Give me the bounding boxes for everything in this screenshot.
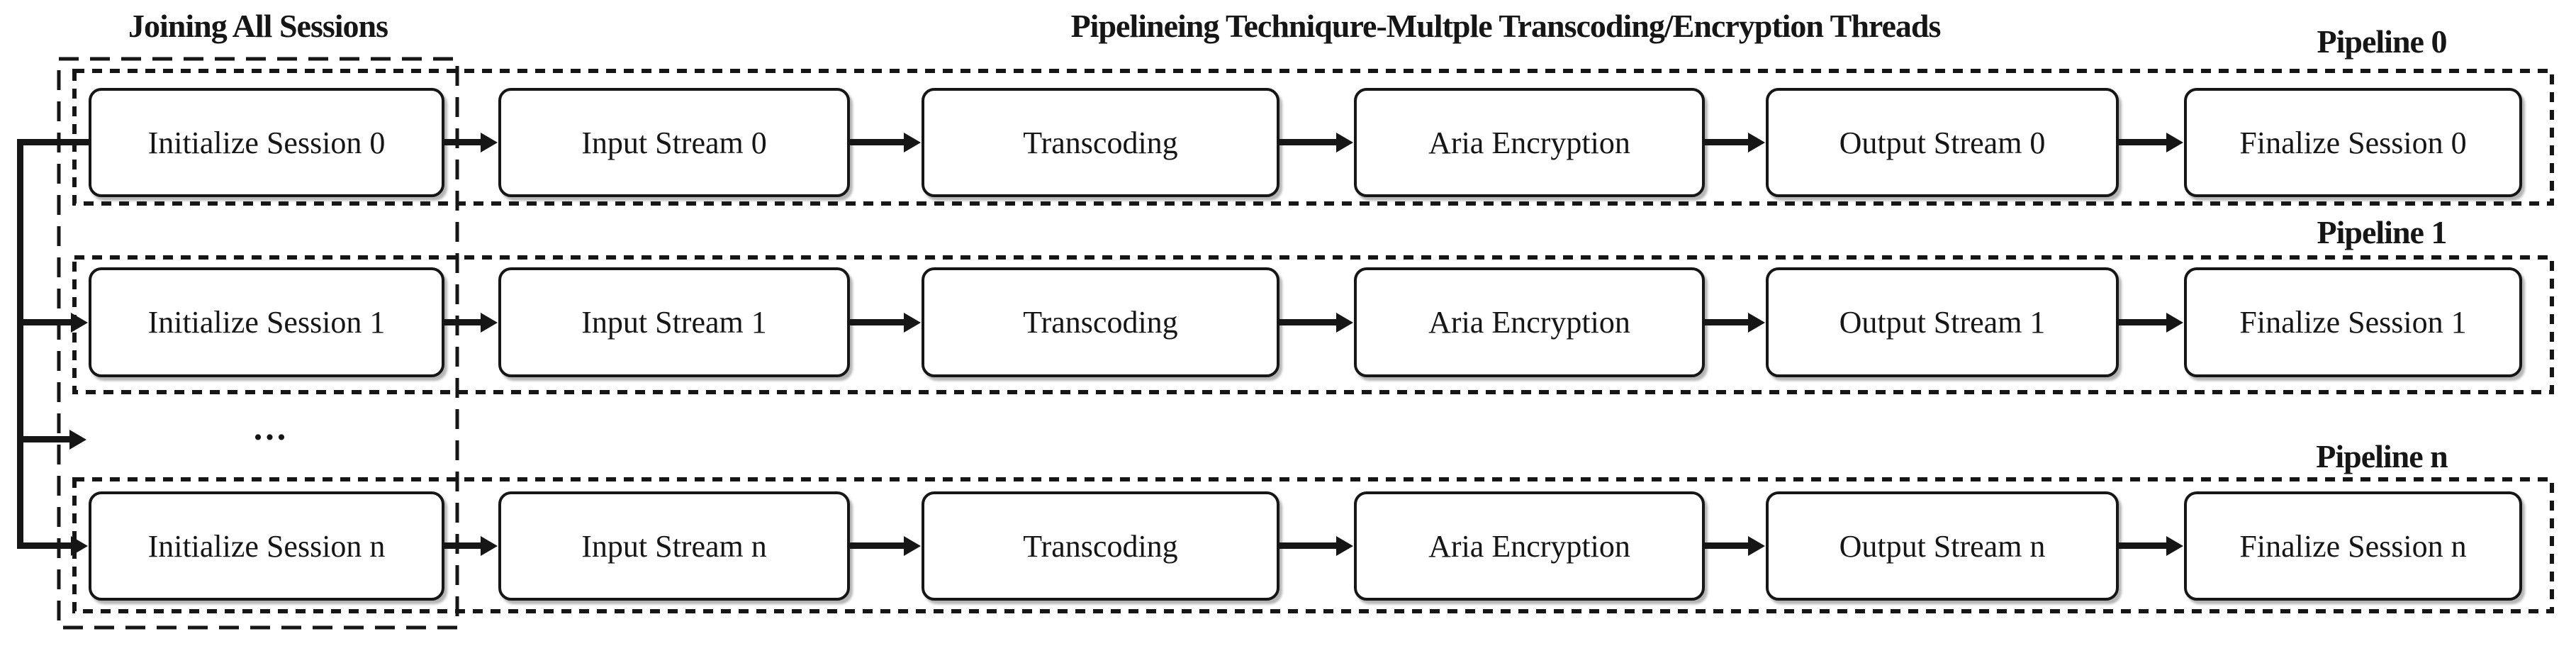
flow-arrow (1279, 319, 1337, 325)
flow-arrow (444, 542, 481, 549)
node-finalize-session-n: Finalize Session n (2184, 491, 2522, 601)
join-line-vertical (17, 139, 23, 549)
node-input-stream-0: Input Stream 0 (498, 88, 850, 197)
join-branch-arrow-pipeline-n (17, 542, 72, 549)
flow-arrow (850, 319, 905, 325)
flow-arrow (850, 542, 905, 549)
node-initialize-session-0: Initialize Session 0 (89, 88, 444, 197)
node-transcoding-n: Transcoding (922, 491, 1279, 601)
pipeline-n-label: Pipeline n (2316, 438, 2448, 474)
node-initialize-session-1: Initialize Session 1 (89, 267, 444, 377)
pipeline-1-label: Pipeline 1 (2317, 214, 2448, 250)
node-output-stream-1: Output Stream 1 (1766, 267, 2119, 377)
joining-title: Joining All Sessions (128, 8, 388, 44)
join-branch-arrow-ellipsis (17, 436, 70, 442)
flow-arrow (1705, 139, 1749, 145)
main-title: Pipelineing Techniqure-Multple Transcodi… (1070, 8, 1942, 44)
node-transcoding-0: Transcoding (922, 88, 1279, 197)
node-aria-encryption-1: Aria Encryption (1354, 267, 1705, 377)
node-aria-encryption-n: Aria Encryption (1354, 491, 1705, 601)
node-aria-encryption-0: Aria Encryption (1354, 88, 1705, 197)
flow-arrow (1279, 542, 1337, 549)
node-input-stream-n: Input Stream n (498, 491, 850, 601)
node-input-stream-1: Input Stream 1 (498, 267, 850, 377)
node-finalize-session-0: Finalize Session 0 (2184, 88, 2522, 197)
flow-arrow (444, 139, 481, 145)
pipeline-0-frame (72, 69, 2554, 206)
node-transcoding-1: Transcoding (922, 267, 1279, 377)
node-output-stream-0: Output Stream 0 (1766, 88, 2119, 197)
join-branch-pipeline-0 (17, 139, 89, 145)
flow-arrow (1279, 139, 1337, 145)
flow-arrow (850, 139, 905, 145)
flow-arrow (1705, 319, 1749, 325)
join-branch-arrow-pipeline-1 (17, 319, 72, 325)
flow-arrow (2119, 139, 2167, 145)
rows-ellipsis: ... (253, 408, 289, 447)
flow-arrow (444, 319, 481, 325)
flow-arrow (1705, 542, 1749, 549)
node-initialize-session-n: Initialize Session n (89, 491, 444, 601)
flow-arrow (2119, 542, 2167, 549)
pipeline-0-label: Pipeline 0 (2317, 23, 2448, 60)
node-output-stream-n: Output Stream n (1766, 491, 2119, 601)
node-finalize-session-1: Finalize Session 1 (2184, 267, 2522, 377)
flow-arrow (2119, 319, 2167, 325)
pipeline-n-frame (72, 477, 2554, 613)
joining-all-sessions-frame (57, 57, 459, 630)
